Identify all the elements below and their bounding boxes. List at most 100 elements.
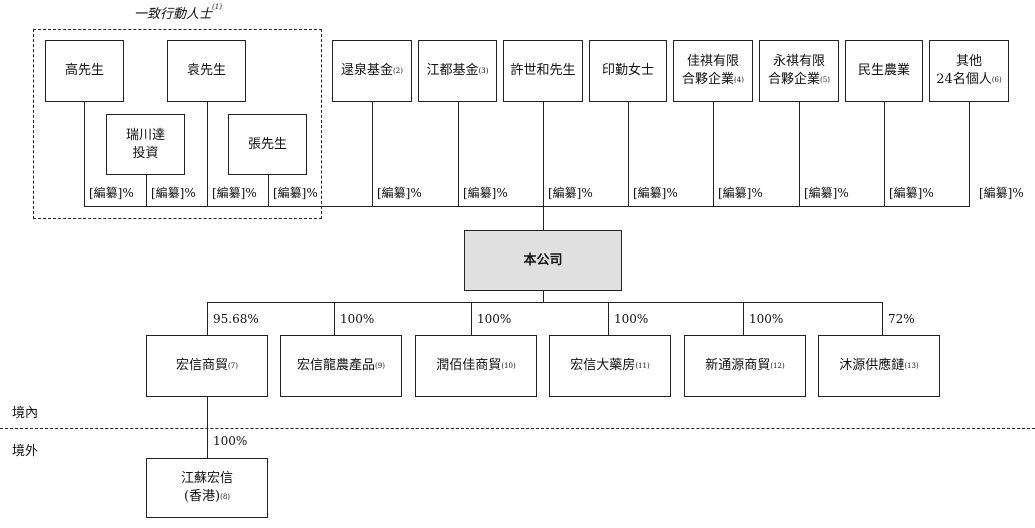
connector-line (969, 102, 970, 206)
subsidiary-box: 沐源供應鏈(13) (818, 335, 940, 397)
label-line: 潤佰佳商貿 (436, 358, 502, 373)
connector-line (84, 206, 970, 207)
connector-line (884, 102, 885, 206)
label-line: 高先生 (64, 63, 104, 78)
footnote-ref: (6) (991, 76, 1002, 84)
connector-line (799, 102, 800, 206)
shareholder-box-label: 永祺有限合夥企業(5) (768, 53, 830, 89)
concert-title-text: 一致行動人士 (134, 7, 213, 22)
label-line: 宏信商貿 (176, 358, 229, 373)
label-line: 24名個人 (936, 72, 992, 87)
border-divider (0, 428, 1035, 429)
label-line: 張先生 (247, 136, 287, 152)
connector-line (743, 302, 744, 335)
footnote-ref: (7) (228, 362, 238, 370)
connector-line (268, 175, 269, 206)
label-line: 逯泉基金 (341, 63, 394, 78)
company-label: 本公司 (523, 252, 563, 268)
concert-group-dashed-box (33, 29, 322, 219)
connector-line (543, 206, 544, 230)
shareholder-box-label: 佳祺有限合夥企業(4) (682, 53, 744, 89)
shareholder-box-label: 許世和先生 (510, 62, 575, 80)
footnote-ref: (5) (820, 76, 830, 84)
subsidiary-box: 宏信大藥房(11) (549, 335, 671, 397)
shareholding-percentage: [編纂]% (718, 186, 763, 200)
shareholding-percentage: [編纂]% (273, 186, 318, 200)
shareholder-box-label: 張先生 (248, 136, 287, 154)
shareholder-box-label: 民生農業 (858, 62, 910, 80)
shareholding-percentage: [編纂]% (548, 186, 593, 200)
footnote-ref: (10) (501, 362, 516, 370)
label-line: 瑞川達 (125, 127, 165, 143)
subsidiary-box: 宏信龍農產品(9) (280, 335, 402, 397)
shareholding-percentage: [編纂]% (804, 186, 849, 200)
label-line: 江都基金 (426, 63, 479, 78)
label-line: 宏信大藥房 (570, 358, 636, 373)
connector-line (882, 302, 883, 335)
footnote-ref: (12) (770, 362, 785, 370)
offshore-subsidiary-box: 江蘇宏信 (香港)(8) (146, 458, 268, 518)
concert-group-title: 一致行動人士(1) (134, 3, 222, 22)
label-line: 江蘇宏信 (180, 471, 233, 486)
subsidiary-box: 新通源商貿(12) (684, 335, 806, 397)
offshore-subsidiary-box-label: 江蘇宏信 (香港)(8) (181, 470, 233, 506)
label-line: 其他 (955, 54, 982, 69)
connector-line (146, 175, 147, 206)
shareholder-box: 高先生 (45, 40, 124, 102)
shareholding-percentage: 100% (477, 312, 512, 326)
shareholding-percentage: [編纂]% (463, 186, 508, 200)
footnote-ref: (8) (220, 493, 231, 501)
shareholding-percentage: 100% (614, 312, 649, 326)
shareholder-box-label: 逯泉基金(2) (341, 62, 403, 80)
label-line: (香港) (183, 489, 221, 504)
shareholding-percentage: [編纂]% (633, 186, 678, 200)
label-line: 印勤女士 (601, 63, 654, 78)
connector-line (207, 397, 208, 458)
subsidiary-box-label: 宏信龍農產品(9) (297, 357, 385, 375)
label-line: 佳祺有限 (686, 54, 739, 69)
shareholder-box: 佳祺有限合夥企業(4) (673, 40, 753, 102)
subsidiary-box-label: 沐源供應鏈(13) (839, 357, 918, 375)
label-line: 袁先生 (186, 63, 226, 78)
label-line: 合夥企業 (768, 72, 821, 87)
shareholder-box-label: 江都基金(3) (427, 62, 489, 80)
subsidiary-box-label: 新通源商貿(12) (705, 357, 784, 375)
domestic-label: 境內 (12, 406, 39, 421)
shareholding-percentage: [編纂]% (979, 186, 1024, 200)
shareholding-percentage: [編纂]% (212, 186, 257, 200)
connector-line (628, 102, 629, 206)
footnote-ref: (3) (478, 67, 489, 75)
connector-line (543, 102, 544, 206)
label-line: 民生農業 (857, 63, 910, 78)
connector-line (207, 302, 883, 303)
shareholder-box-label: 高先生 (65, 62, 104, 80)
subsidiary-box: 宏信商貿(7) (146, 335, 268, 397)
concert-note: (1) (212, 3, 222, 11)
connector-line (458, 102, 459, 206)
shareholder-box: 印勤女士 (589, 40, 667, 102)
label-line: 許世和先生 (510, 63, 576, 78)
connector-line (372, 102, 373, 206)
subsidiary-box-label: 潤佰佳商貿(10) (436, 357, 515, 375)
shareholder-box-label: 印勤女士 (602, 62, 654, 80)
shareholding-percentage: 72% (888, 312, 915, 326)
shareholder-box: 張先生 (228, 114, 307, 175)
shareholder-box-label: 袁先生 (187, 62, 226, 80)
label-line: 投資 (132, 145, 159, 161)
footnote-ref: (11) (635, 362, 650, 370)
connector-line (207, 102, 208, 206)
shareholding-percentage: 100% (340, 312, 375, 326)
footnote-ref: (4) (734, 76, 744, 84)
connector-line (207, 302, 208, 335)
shareholding-percentage: [編纂]% (377, 186, 422, 200)
label-line: 新通源商貿 (705, 358, 771, 373)
connector-line (608, 302, 609, 335)
shareholding-percentage: [編纂]% (889, 186, 934, 200)
shareholding-percentage: [編纂]% (151, 186, 196, 200)
shareholding-percentage: 95.68% (213, 312, 259, 326)
shareholder-box: 永祺有限合夥企業(5) (759, 40, 839, 102)
connector-line (334, 302, 335, 335)
shareholder-box: 民生農業 (845, 40, 923, 102)
footnote-ref: (2) (393, 67, 403, 75)
